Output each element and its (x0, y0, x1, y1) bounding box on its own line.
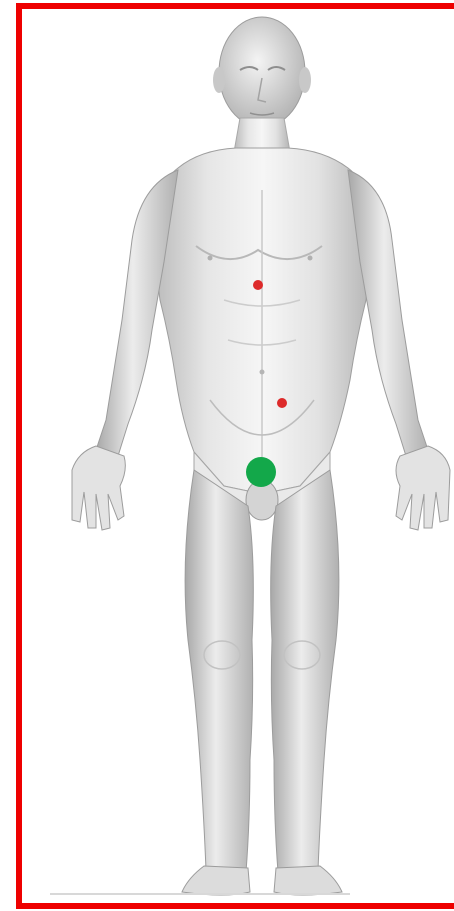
head (219, 17, 305, 127)
right-foot (274, 866, 342, 895)
floor-line (50, 893, 350, 895)
torso (152, 148, 374, 494)
frame-border-left (16, 3, 22, 909)
left-hand (72, 446, 125, 530)
left-leg (185, 470, 253, 872)
right-leg (271, 470, 339, 872)
groin-marker[interactable] (246, 457, 276, 487)
frame-border-top (16, 3, 454, 9)
frame-border-bottom (16, 903, 454, 909)
upper-abdomen-marker[interactable] (253, 280, 263, 290)
left-foot (182, 866, 250, 895)
right-hand (396, 446, 450, 530)
lower-abdomen-marker[interactable] (277, 398, 287, 408)
